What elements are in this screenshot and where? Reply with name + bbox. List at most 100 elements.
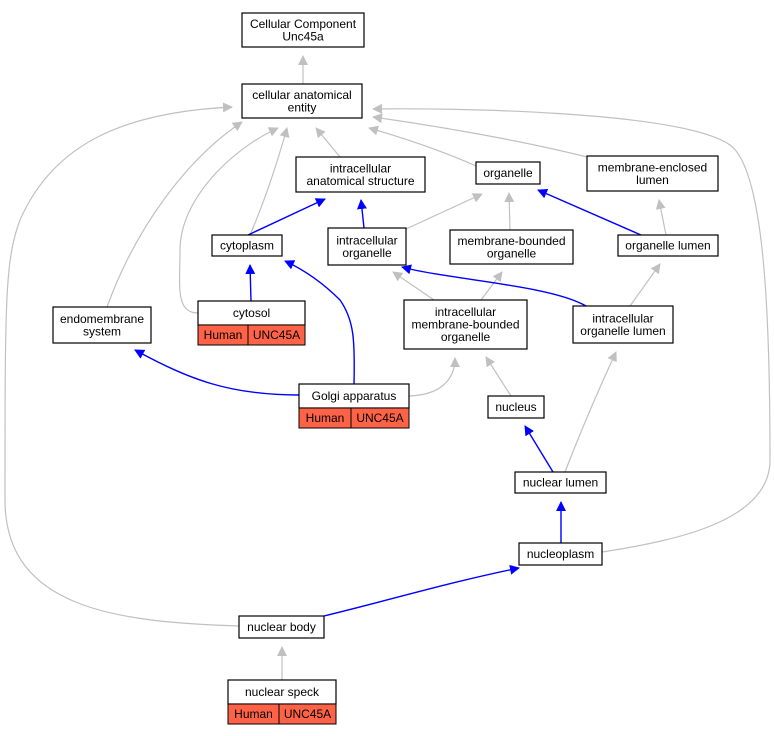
node-label: organelle <box>487 246 537 260</box>
node-cytoplasm[interactable]: cytoplasm <box>211 234 283 257</box>
node-label: organelle <box>483 166 533 180</box>
node-box <box>449 229 574 265</box>
node-ol[interactable]: organelle lumen <box>617 234 719 257</box>
node-box <box>487 395 545 419</box>
node-label: system <box>83 324 121 338</box>
node-box <box>518 542 603 566</box>
node-label: membrane-bounded <box>457 234 565 248</box>
node-box <box>241 83 363 119</box>
node-label: organelle <box>342 246 392 260</box>
annotation-species: Human <box>234 707 273 721</box>
annotation-species: Human <box>306 411 345 425</box>
node-label: organelle <box>441 330 491 344</box>
edge-ol-to-mel <box>655 199 667 236</box>
node-label: nucleoplasm <box>527 547 594 561</box>
node-label: organelle lumen <box>580 324 665 338</box>
edge-iol-to-io <box>401 264 587 307</box>
edge-cytosol-to-cytoplasm <box>245 264 256 302</box>
edge-iol-to-ol <box>629 263 661 307</box>
edge-mel-to-cae <box>372 113 588 158</box>
edge-cytosol-to-cae <box>178 127 279 314</box>
node-box <box>327 227 407 266</box>
edge-cytoplasm-to-cae <box>249 127 290 236</box>
node-label: intracellular <box>592 311 653 325</box>
node-label: Unc45a <box>282 29 324 43</box>
node-box <box>572 305 674 344</box>
edge-endo-to-cae <box>106 121 243 308</box>
node-label: lumen <box>636 173 669 187</box>
edge-ias-to-cae <box>315 127 341 158</box>
node-label: nuclear speck <box>245 685 320 699</box>
edge-io-to-ias <box>356 199 367 229</box>
node-label: intracellular <box>330 161 391 175</box>
edge-io-to-organelle <box>405 193 483 230</box>
annotation-species: Human <box>204 328 243 342</box>
node-box <box>617 234 719 257</box>
node-box <box>403 299 528 350</box>
node-nbody[interactable]: nuclear body <box>238 615 325 639</box>
node-label: cellular anatomical <box>252 88 351 102</box>
node-box <box>298 383 410 409</box>
node-label: membrane-bounded <box>411 318 519 332</box>
node-label: cytoplasm <box>220 239 274 253</box>
edge-cytoplasm-to-ias <box>247 198 326 236</box>
node-box <box>211 234 283 257</box>
edge-nlumen-to-nucleus <box>524 425 554 473</box>
node-label: intracellular <box>336 233 397 247</box>
node-box <box>238 615 325 639</box>
node-nucleus[interactable]: nucleus <box>487 395 545 419</box>
node-label: nucleus <box>495 400 536 414</box>
node-label: Cellular Component <box>250 17 357 31</box>
node-box <box>52 306 152 344</box>
edge-nlumen-to-iol <box>564 351 617 473</box>
annotation-gene: UNC45A <box>284 707 331 721</box>
edge-ol-to-organelle <box>537 189 642 236</box>
annotation-cell <box>350 407 410 429</box>
node-organelle[interactable]: organelle <box>475 161 541 185</box>
edge-mbo-to-organelle <box>504 192 515 231</box>
node-box <box>475 161 541 185</box>
node-label: nuclear body <box>247 620 316 634</box>
edge-organelle-to-cae <box>368 125 477 167</box>
node-nucleoplasm[interactable]: nucleoplasm <box>518 542 603 566</box>
annotation-gene: UNC45A <box>356 411 403 425</box>
annotation-cell <box>278 703 337 725</box>
annotation-cell <box>247 324 306 346</box>
node-box <box>586 155 719 192</box>
edge-nucleoplasm-to-cae <box>372 103 771 553</box>
node-box <box>241 12 365 48</box>
node-label: cytosol <box>233 306 270 320</box>
node-label: endomembrane <box>60 312 144 326</box>
node-nlumen[interactable]: nuclear lumen <box>514 471 607 494</box>
node-label: Golgi apparatus <box>312 389 397 403</box>
node-label: entity <box>288 100 317 114</box>
edge-nbody-to-cae <box>4 102 240 627</box>
edge-nbody-to-nucleoplasm <box>323 564 520 617</box>
edge-nucleus-to-imbo <box>485 356 512 397</box>
node-box <box>514 471 607 494</box>
node-label: membrane-enclosed <box>598 160 707 174</box>
edge-golgi-to-imbo <box>408 357 460 397</box>
node-box <box>295 156 426 193</box>
edge-golgi-to-cytoplasm <box>284 260 355 385</box>
edge-imbo-to-mbo <box>480 271 503 301</box>
edge-imbo-to-io <box>392 271 435 301</box>
node-label: nuclear lumen <box>523 476 598 490</box>
edge-golgi-to-endo <box>134 349 300 396</box>
edges-layer <box>4 55 771 680</box>
node-label: intracellular <box>435 305 496 319</box>
